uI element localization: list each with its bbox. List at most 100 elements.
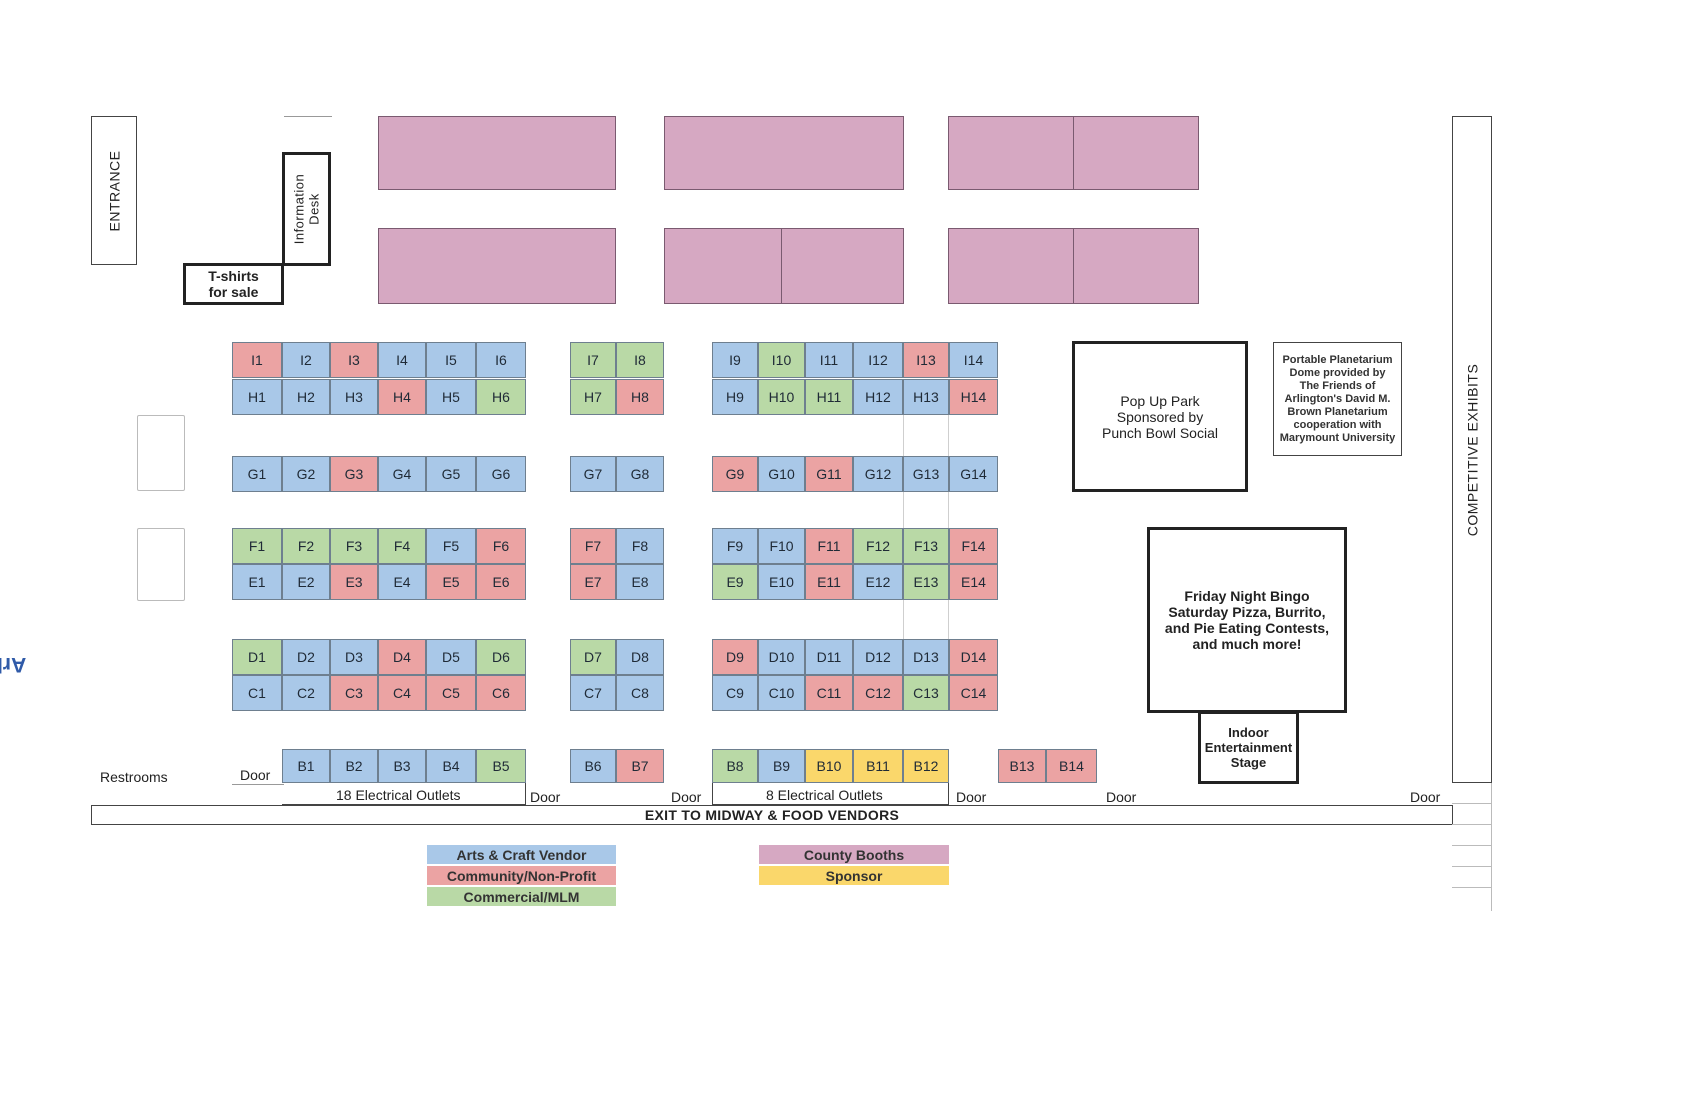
pop-up-park[interactable]: Pop Up Park Sponsored by Punch Bowl Soci… (1072, 341, 1248, 492)
entertainment-stage[interactable]: Indoor Entertainment Stage (1198, 711, 1299, 784)
door-label[interactable]: Door (240, 767, 271, 783)
booth-i12[interactable]: I12 (853, 342, 903, 378)
booth-b5[interactable]: B5 (476, 749, 526, 783)
booth-d11[interactable]: D11 (805, 639, 853, 675)
booth-g8[interactable]: G8 (616, 456, 664, 492)
booth-b8[interactable]: B8 (712, 749, 758, 783)
booth-b12[interactable]: B12 (903, 749, 949, 783)
booth-d5[interactable]: D5 (426, 639, 476, 675)
booth-i9[interactable]: I9 (712, 342, 758, 378)
door-label[interactable]: Door (530, 789, 561, 805)
booth-d4[interactable]: D4 (378, 639, 426, 675)
booth-d7[interactable]: D7 (570, 639, 616, 675)
booth-b11[interactable]: B11 (853, 749, 903, 783)
booth-i1[interactable]: I1 (232, 342, 282, 378)
booth-d10[interactable]: D10 (758, 639, 805, 675)
booth-i14[interactable]: I14 (949, 342, 998, 378)
county-booth[interactable] (1073, 228, 1199, 304)
booth-g6[interactable]: G6 (476, 456, 526, 492)
door-label[interactable]: Door (671, 789, 702, 805)
booth-b10[interactable]: B10 (805, 749, 853, 783)
booth-e4[interactable]: E4 (378, 564, 426, 600)
booth-i6[interactable]: I6 (476, 342, 526, 378)
planetarium-booth[interactable]: Portable Planetarium Dome provided by Th… (1273, 342, 1402, 456)
booth-f10[interactable]: F10 (758, 528, 805, 564)
booth-b2[interactable]: B2 (330, 749, 378, 783)
entrance-box[interactable]: ENTRANCE (91, 116, 137, 265)
booth-b9[interactable]: B9 (758, 749, 805, 783)
booth-f8[interactable]: F8 (616, 528, 664, 564)
booth-h4[interactable]: H4 (378, 379, 426, 415)
booth-b13[interactable]: B13 (998, 749, 1046, 783)
booth-e5[interactable]: E5 (426, 564, 476, 600)
booth-h11[interactable]: H11 (805, 379, 853, 415)
tshirts-booth[interactable]: T-shirts for sale (183, 263, 284, 305)
booth-d1[interactable]: D1 (232, 639, 282, 675)
booth-i13[interactable]: I13 (903, 342, 949, 378)
county-booth[interactable] (664, 116, 904, 190)
county-booth[interactable] (378, 116, 616, 190)
booth-f12[interactable]: F12 (853, 528, 903, 564)
booth-d8[interactable]: D8 (616, 639, 664, 675)
booth-b3[interactable]: B3 (378, 749, 426, 783)
booth-h10[interactable]: H10 (758, 379, 805, 415)
booth-f5[interactable]: F5 (426, 528, 476, 564)
booth-c5[interactable]: C5 (426, 675, 476, 711)
booth-e6[interactable]: E6 (476, 564, 526, 600)
booth-c13[interactable]: C13 (903, 675, 949, 711)
booth-i4[interactable]: I4 (378, 342, 426, 378)
booth-i3[interactable]: I3 (330, 342, 378, 378)
booth-c11[interactable]: C11 (805, 675, 853, 711)
booth-f2[interactable]: F2 (282, 528, 330, 564)
booth-b14[interactable]: B14 (1046, 749, 1097, 783)
booth-h8[interactable]: H8 (616, 379, 664, 415)
county-booth[interactable] (948, 228, 1074, 304)
booth-g7[interactable]: G7 (570, 456, 616, 492)
booth-f9[interactable]: F9 (712, 528, 758, 564)
booth-e11[interactable]: E11 (805, 564, 853, 600)
booth-h5[interactable]: H5 (426, 379, 476, 415)
exit-bar[interactable]: EXIT TO MIDWAY & FOOD VENDORS (91, 805, 1453, 825)
booth-c8[interactable]: C8 (616, 675, 664, 711)
booth-d9[interactable]: D9 (712, 639, 758, 675)
booth-d2[interactable]: D2 (282, 639, 330, 675)
booth-h7[interactable]: H7 (570, 379, 616, 415)
booth-f1[interactable]: F1 (232, 528, 282, 564)
door-label[interactable]: Door (956, 789, 987, 805)
booth-e7[interactable]: E7 (570, 564, 616, 600)
booth-c7[interactable]: C7 (570, 675, 616, 711)
booth-b6[interactable]: B6 (570, 749, 616, 783)
booth-f14[interactable]: F14 (949, 528, 998, 564)
booth-g14[interactable]: G14 (949, 456, 998, 492)
county-booth[interactable] (664, 228, 782, 304)
booth-i8[interactable]: I8 (616, 342, 664, 378)
county-booth[interactable] (948, 116, 1074, 190)
booth-h6[interactable]: H6 (476, 379, 526, 415)
information-desk[interactable]: Information Desk (282, 152, 331, 266)
booth-e1[interactable]: E1 (232, 564, 282, 600)
booth-i11[interactable]: I11 (805, 342, 853, 378)
booth-g10[interactable]: G10 (758, 456, 805, 492)
door-label[interactable]: Door (1410, 789, 1441, 805)
competitive-exhibits[interactable]: COMPETITIVE EXHIBITS (1452, 116, 1492, 783)
booth-f7[interactable]: F7 (570, 528, 616, 564)
county-booth[interactable] (378, 228, 616, 304)
events-area[interactable]: Friday Night Bingo Saturday Pizza, Burri… (1147, 527, 1347, 713)
booth-g3[interactable]: G3 (330, 456, 378, 492)
booth-b4[interactable]: B4 (426, 749, 476, 783)
booth-b7[interactable]: B7 (616, 749, 664, 783)
county-booth[interactable] (781, 228, 904, 304)
booth-h12[interactable]: H12 (853, 379, 903, 415)
booth-c3[interactable]: C3 (330, 675, 378, 711)
booth-e9[interactable]: E9 (712, 564, 758, 600)
booth-c10[interactable]: C10 (758, 675, 805, 711)
booth-g13[interactable]: G13 (903, 456, 949, 492)
booth-d12[interactable]: D12 (853, 639, 903, 675)
booth-b1[interactable]: B1 (282, 749, 330, 783)
booth-f3[interactable]: F3 (330, 528, 378, 564)
booth-g1[interactable]: G1 (232, 456, 282, 492)
booth-c2[interactable]: C2 (282, 675, 330, 711)
booth-e8[interactable]: E8 (616, 564, 664, 600)
booth-g2[interactable]: G2 (282, 456, 330, 492)
booth-c4[interactable]: C4 (378, 675, 426, 711)
